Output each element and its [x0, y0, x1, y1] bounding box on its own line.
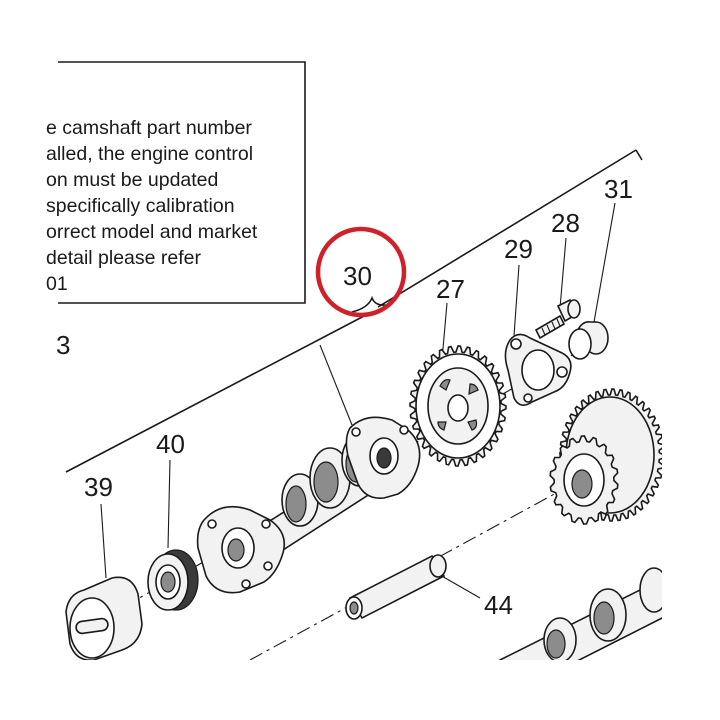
- intermediate-gear-cluster: [549, 388, 665, 525]
- part-31-plug: [568, 321, 609, 360]
- callout-40: 40: [156, 429, 185, 459]
- leader-40: [167, 459, 171, 549]
- callout-3: 3: [56, 330, 70, 360]
- note-line-4: specifically calibration: [46, 195, 235, 217]
- callout-30: 30: [343, 261, 372, 291]
- callout-28: 28: [551, 208, 580, 238]
- callout-39: 39: [84, 472, 113, 502]
- leader-31: [593, 202, 616, 323]
- highlight-circle: [315, 226, 407, 318]
- assembly-boundary-line-left: [65, 314, 367, 473]
- note-line-5: orrect model and market: [46, 221, 258, 243]
- callout-44: 44: [484, 590, 513, 620]
- assembly-boundary-line-right: [377, 149, 637, 308]
- part-30-camshaft: [196, 416, 421, 594]
- leader-28: [559, 237, 567, 309]
- callout-29: 29: [504, 234, 533, 264]
- note-line-1: e camshaft part number: [46, 117, 252, 139]
- part-40-seal: [147, 549, 199, 611]
- part-28-bolt: [534, 298, 581, 340]
- note-line-6: detail please refer: [46, 247, 202, 269]
- leader-30: [319, 344, 353, 426]
- shaft-axis-lower: [249, 479, 581, 661]
- callout-27: 27: [436, 274, 465, 304]
- part-27-sprocket: [409, 345, 507, 467]
- part-29-plate: [504, 333, 572, 406]
- note-line-2: alled, the engine control: [46, 143, 253, 165]
- leader-29: [513, 264, 520, 337]
- leader-39: [100, 503, 107, 579]
- part-44-shaft: [345, 554, 447, 620]
- callout-31: 31: [604, 174, 633, 204]
- note-line-7: 01: [46, 273, 68, 295]
- note-line-3: on must be updated: [46, 169, 218, 191]
- part-39-cap: [65, 576, 143, 661]
- bracket-brace-30: [351, 295, 393, 313]
- note-box: e camshaft part number alled, the engine…: [46, 61, 306, 304]
- assembly-boundary-end-tick: [635, 149, 643, 161]
- leader-44: [439, 574, 481, 599]
